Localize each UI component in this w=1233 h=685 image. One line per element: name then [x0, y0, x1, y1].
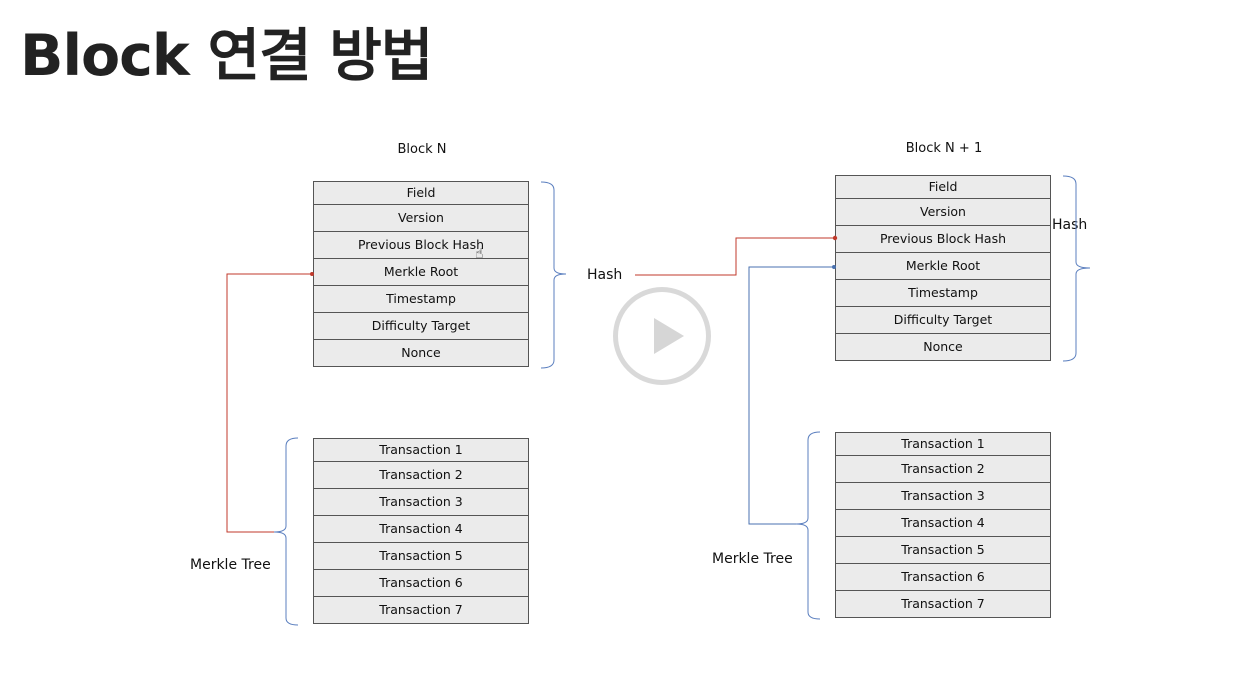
table-row: Transaction 7: [313, 597, 529, 624]
table-row: Timestamp: [835, 280, 1051, 307]
hash-to-prev-arrow-head: [832, 235, 838, 241]
table-row: Previous Block Hash: [313, 232, 529, 259]
block-n-header-table: Field Version Previous Block Hash Merkle…: [313, 181, 529, 367]
table-row: Nonce: [313, 340, 529, 367]
table-row: Timestamp: [313, 286, 529, 313]
table-row: Difficulty Target: [313, 313, 529, 340]
table-row: Nonce: [835, 334, 1051, 361]
table-row: Transaction 5: [313, 543, 529, 570]
table-row: Transaction 4: [313, 516, 529, 543]
table-row: Transaction 3: [313, 489, 529, 516]
table-row: Difficulty Target: [835, 307, 1051, 334]
table-row: Transaction 2: [835, 456, 1051, 483]
block-n1-merkle-arrow: [748, 266, 835, 525]
table-row: Transaction 1: [835, 433, 1051, 456]
table-row: Transaction 6: [835, 564, 1051, 591]
table-row: Transaction 4: [835, 510, 1051, 537]
hand-cursor-icon: ☝: [475, 246, 484, 262]
block-n-transaction-table: Transaction 1 Transaction 2 Transaction …: [313, 438, 529, 624]
table-row: Merkle Root: [313, 259, 529, 286]
block-n-merkle-brace: [273, 437, 299, 626]
block-n1-hash-brace: [1062, 175, 1091, 362]
table-row: Transaction 5: [835, 537, 1051, 564]
table-row: Transaction 7: [835, 591, 1051, 618]
block-n-label: Block N: [397, 142, 447, 157]
hash-to-prev-arrow: [635, 237, 835, 276]
table-row: Field: [313, 182, 529, 205]
block-n-hash-label: Hash: [587, 267, 623, 283]
page-title: Block 연결 방법: [20, 23, 433, 89]
table-row: Transaction 6: [313, 570, 529, 597]
block-n1-hash-label: Hash: [1052, 217, 1088, 233]
play-icon: [654, 318, 684, 354]
block-n1-merkle-brace: [795, 431, 821, 620]
play-button[interactable]: [613, 287, 711, 385]
table-row: Merkle Root: [835, 253, 1051, 280]
table-row: Transaction 3: [835, 483, 1051, 510]
block-n1-transaction-table: Transaction 1 Transaction 2 Transaction …: [835, 432, 1051, 618]
block-n-merkle-arrow: [226, 273, 313, 533]
table-row: Field: [835, 176, 1051, 199]
block-n1-merkle-arrow-head: [832, 265, 836, 269]
block-n-merkle-label: Merkle Tree: [190, 557, 271, 573]
block-n-merkle-arrow-head: [310, 272, 314, 276]
table-row: Previous Block Hash: [835, 226, 1051, 253]
block-n1-header-table: Field Version Previous Block Hash Merkle…: [835, 175, 1051, 361]
block-n1-label: Block N + 1: [905, 141, 983, 156]
block-n1-merkle-label: Merkle Tree: [712, 551, 793, 567]
table-row: Version: [313, 205, 529, 232]
block-n-hash-brace: [540, 181, 567, 369]
table-row: Version: [835, 199, 1051, 226]
table-row: Transaction 1: [313, 439, 529, 462]
table-row: Transaction 2: [313, 462, 529, 489]
